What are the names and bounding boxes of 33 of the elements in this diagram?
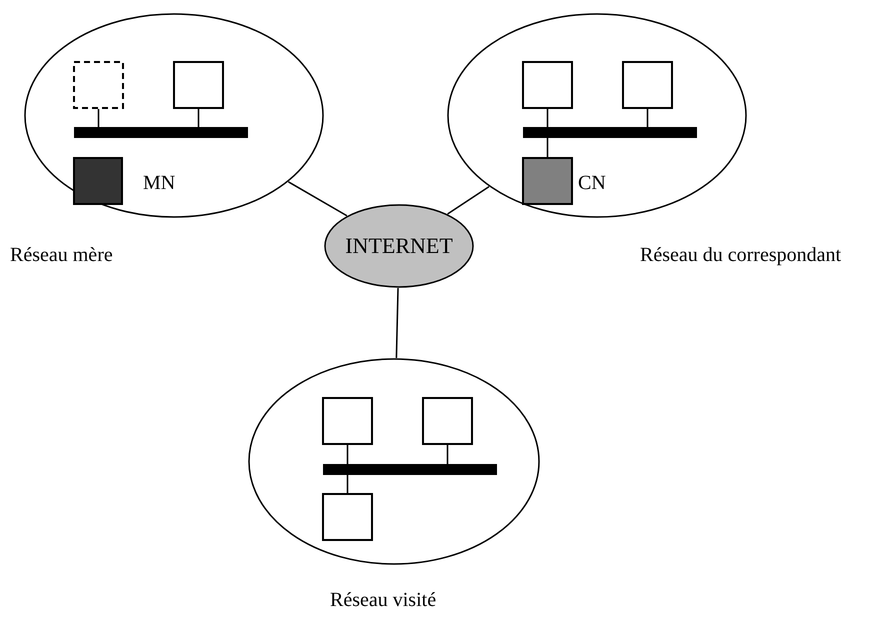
host-box (322, 397, 373, 445)
bus-bar (74, 127, 248, 138)
network-ellipse (24, 13, 324, 218)
connection-line (546, 138, 548, 157)
connection-line (546, 109, 548, 127)
host-box (522, 157, 573, 205)
connection-line (346, 445, 348, 464)
host-box (173, 61, 224, 109)
host-box (622, 61, 673, 109)
connection-line (346, 475, 348, 493)
connection-line (646, 109, 648, 127)
network-caption: Réseau mère (10, 245, 113, 265)
bus-bar (323, 464, 497, 475)
connection-line (98, 109, 100, 127)
host-box (322, 493, 373, 541)
network-ellipse (447, 13, 747, 218)
network-ellipse (248, 358, 540, 565)
bus-bar (523, 127, 697, 138)
connection-line (446, 445, 448, 464)
network-label: INTERNET (344, 235, 454, 257)
host-label: CN (578, 173, 606, 193)
network-caption: Réseau du correspondant (640, 245, 842, 265)
connection-line (396, 288, 399, 358)
host-box (522, 61, 573, 109)
internet-cloud-ellipse (324, 204, 474, 288)
host-box (73, 61, 124, 109)
host-box (422, 397, 473, 445)
connection-line (288, 181, 348, 216)
connection-line (447, 186, 490, 215)
host-label: MN (143, 173, 176, 193)
connection-line (198, 109, 200, 127)
host-box (73, 157, 123, 205)
network-caption: Réseau visité (330, 590, 436, 610)
